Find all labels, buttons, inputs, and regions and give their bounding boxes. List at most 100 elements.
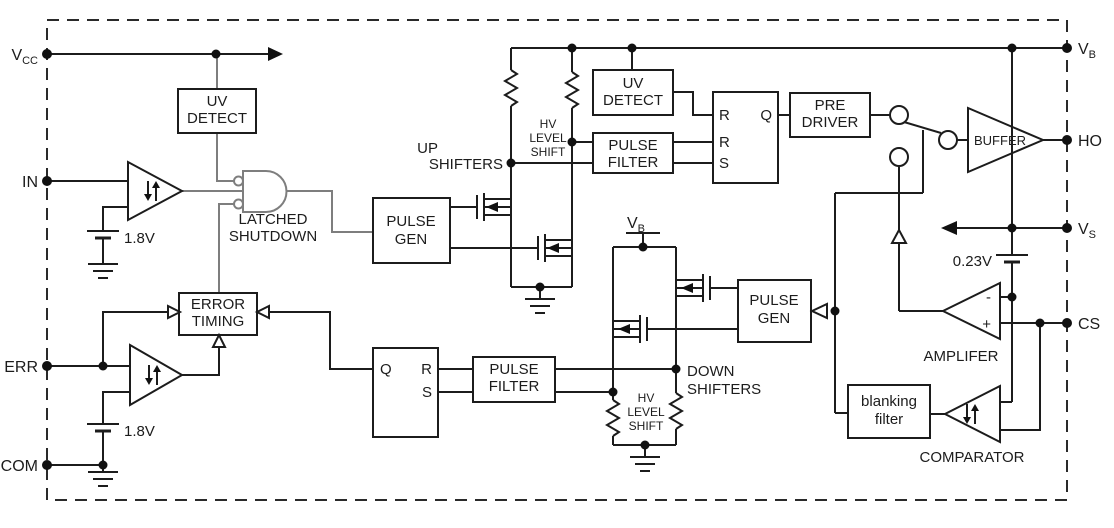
hv-level-shift-resistors xyxy=(503,69,684,437)
block-label: TIMING xyxy=(192,313,245,330)
pulse-gen-low-trigger-marker xyxy=(809,302,828,320)
pin-label-vs: VS xyxy=(1078,221,1096,241)
battery-cs-0v23 xyxy=(996,254,1028,264)
mosfet-up-2 xyxy=(537,234,573,262)
block-label: DETECT xyxy=(603,92,663,109)
latch-r2-label: R xyxy=(719,134,730,151)
resistor-down-right xyxy=(668,392,684,430)
buffer-label: BUFFER xyxy=(974,133,1026,148)
block-label: DETECT xyxy=(187,110,247,127)
block-label: PULSE xyxy=(608,137,657,154)
block-label: blanking xyxy=(861,393,917,410)
pin-dot-com xyxy=(42,460,52,470)
block-label: PULSE xyxy=(749,292,798,309)
switch-contact-common xyxy=(938,130,958,150)
junction-dots xyxy=(42,43,1072,470)
uv-detect-high-block: UV DETECT xyxy=(592,69,674,116)
block-label: UV xyxy=(207,93,228,110)
err-schmitt-comparator xyxy=(129,343,185,407)
block-label: PULSE xyxy=(489,361,538,378)
mosfet-arrow xyxy=(486,202,498,212)
invert-bubble xyxy=(233,198,244,210)
switch-contact-top xyxy=(889,105,909,125)
block-label: ERROR xyxy=(191,296,245,313)
block-label: GEN xyxy=(758,310,791,327)
pin-label-ho: HO xyxy=(1078,133,1102,150)
pin-label-vcc: VCC xyxy=(11,47,38,67)
in-schmitt-comparator xyxy=(127,160,185,222)
up-shifters-label: UP xyxy=(417,140,438,157)
cs-comparator xyxy=(942,384,1001,444)
pin-dot-err xyxy=(42,361,52,371)
ground-up-shifters xyxy=(525,298,555,314)
ground-in xyxy=(88,263,118,279)
pulse-gen-high-block: PULSE GEN xyxy=(372,197,451,264)
hv-level-shift-high-label: SHIFT xyxy=(531,145,566,159)
down-shifters-label: SHIFTERS xyxy=(687,381,761,398)
hv-level-shift-low-label: HV xyxy=(638,391,655,405)
ground-com xyxy=(88,471,118,487)
amplifier-label: AMPLIFER xyxy=(923,348,998,365)
block-label: FILTER xyxy=(608,154,659,171)
pin-label-err: ERR xyxy=(4,359,38,376)
hv-level-shift-low-label: SHIFT xyxy=(629,419,664,433)
pin-dot-cs xyxy=(1062,318,1072,328)
pin-dot-vs xyxy=(1062,223,1072,233)
switch-contact-bottom xyxy=(889,147,909,167)
pin-dot-vb xyxy=(1062,43,1072,53)
resistor-up-left xyxy=(503,69,519,107)
resistor-down-left xyxy=(605,399,621,437)
rs-latch-low-block: Q R S xyxy=(372,347,439,438)
mosfet-arrow xyxy=(547,243,559,253)
latch-q-label: Q xyxy=(380,361,392,378)
block-label: FILTER xyxy=(489,378,540,395)
error-timing-block: ERROR TIMING xyxy=(178,292,258,336)
pin-label-cs: CS xyxy=(1078,316,1100,333)
latch-q-label: Q xyxy=(760,107,772,124)
latched-shutdown-label: SHUTDOWN xyxy=(229,228,317,245)
pin-label-in: IN xyxy=(22,174,38,191)
pulse-gen-low-block: PULSE GEN xyxy=(737,279,812,343)
block-label: GEN xyxy=(395,231,428,248)
ic-boundary xyxy=(46,19,1068,501)
block-label: PRE xyxy=(815,97,846,114)
block-label: UV xyxy=(623,75,644,92)
mosfet-down-2 xyxy=(612,315,648,343)
block-label: PULSE xyxy=(386,213,435,230)
cs-offset-value: 0.23V xyxy=(953,253,992,270)
uv-detect-left-block: UV DETECT xyxy=(177,88,257,134)
hysteresis-icon xyxy=(963,404,979,424)
invert-bubble xyxy=(233,175,244,187)
down-shifters-label: DOWN xyxy=(687,363,735,380)
up-shifters-label: SHIFTERS xyxy=(429,156,503,173)
battery-err-1v8 xyxy=(87,423,119,433)
wires xyxy=(47,47,1067,472)
hysteresis-icon xyxy=(145,365,161,385)
battery-in-1v8 xyxy=(87,230,119,240)
pin-dot-ho xyxy=(1062,135,1072,145)
resistor-up-right xyxy=(564,71,580,109)
vs-rail-arrow xyxy=(941,221,957,235)
error-timing-right-marker xyxy=(254,304,270,320)
vcc-rail-arrow xyxy=(268,47,283,61)
mosfet-down-1 xyxy=(675,274,711,302)
pin-label-vb: VB xyxy=(1078,41,1096,61)
hysteresis-icon xyxy=(144,181,160,201)
hv-level-shift-high-label: LEVEL xyxy=(529,131,567,145)
signal-markers xyxy=(167,47,957,348)
ground-down-shifters xyxy=(630,456,660,472)
hv-level-shift-high-label: HV xyxy=(540,117,557,131)
latch-r1-label: R xyxy=(719,107,730,124)
latched-shutdown-label: LATCHED xyxy=(239,211,308,228)
amp-minus-label: - xyxy=(986,289,991,306)
in-threshold-value: 1.8V xyxy=(124,230,155,247)
latch-s-label: S xyxy=(719,155,729,172)
vb-mid-supply: VB xyxy=(626,215,660,235)
block-label: DRIVER xyxy=(802,114,859,131)
pulse-filter-high-block: PULSE FILTER xyxy=(592,132,674,174)
comparator-label: COMPARATOR xyxy=(919,449,1024,466)
mosfet-arrow xyxy=(681,283,693,293)
output-select-switch xyxy=(889,105,958,167)
